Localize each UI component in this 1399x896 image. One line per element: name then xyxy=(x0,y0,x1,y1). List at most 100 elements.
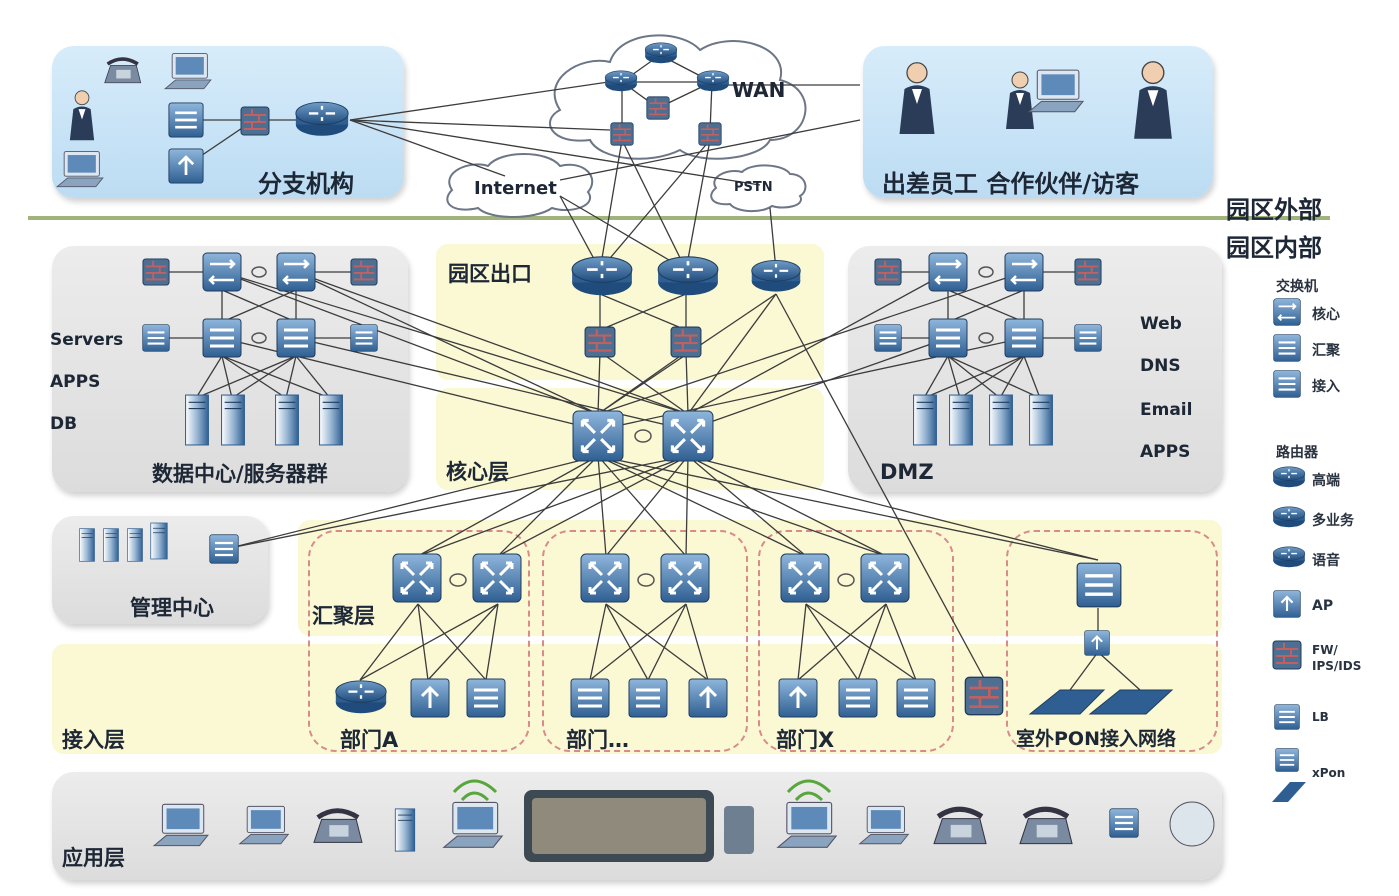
dc-agg-switch-icon xyxy=(202,318,242,358)
legend-voice-router-icon xyxy=(1272,545,1306,569)
egress-firewall-icon xyxy=(670,326,702,358)
dc-lb-icon xyxy=(350,324,378,352)
wan-firewall-icon xyxy=(698,122,722,146)
access-switch-icon xyxy=(628,678,668,718)
dmz-item-email: Email xyxy=(1140,400,1193,420)
legend-switch-title: 交换机 xyxy=(1276,279,1318,295)
legend-ap: AP xyxy=(1312,598,1334,614)
access-ap-icon xyxy=(778,678,818,718)
access-switch-icon xyxy=(896,678,936,718)
partner-pc-icon xyxy=(1028,69,1084,113)
dmz-item-dns: DNS xyxy=(1140,356,1181,376)
access-switch-icon xyxy=(838,678,878,718)
branch-laptop-icon xyxy=(56,151,104,188)
pon-label: 室外PON接入网络 xyxy=(1016,728,1176,750)
legend-router-voice: 语音 xyxy=(1312,553,1340,569)
agg-switch-icon xyxy=(472,552,522,604)
dc-item-apps: APPS xyxy=(50,372,101,392)
mgmt-server-icon xyxy=(79,528,95,562)
branch-firewall-icon xyxy=(240,106,270,136)
dc-server-icon xyxy=(319,394,343,446)
core-switch-icon xyxy=(662,410,714,462)
zone-outside-label: 园区外部 xyxy=(1226,196,1322,224)
app-wifi-laptop-icon xyxy=(443,801,503,848)
internet-cloud xyxy=(446,153,594,218)
access-router-icon xyxy=(334,679,388,715)
wan-router-icon xyxy=(604,69,638,93)
app-fax-icon xyxy=(1020,809,1072,843)
dmz-agg-switch-icon xyxy=(1004,318,1044,358)
legend-switch-core: 核心 xyxy=(1312,307,1340,323)
legend-router-multiservice: 多业务 xyxy=(1312,513,1354,529)
wan-firewall-icon xyxy=(610,122,634,146)
app-laptop-icon xyxy=(153,803,209,847)
management-label: 管理中心 xyxy=(130,596,214,620)
branch-switch-icon xyxy=(168,102,204,138)
dc-firewall-icon xyxy=(350,258,378,286)
branch-ap-icon xyxy=(168,148,204,184)
agg-switch-icon xyxy=(860,552,910,604)
access-switch-icon xyxy=(570,678,610,718)
dmz-core-switch-icon xyxy=(1004,252,1044,292)
access-ap-icon xyxy=(410,678,450,718)
department-x-group xyxy=(758,530,954,752)
branch-label: 分支机构 xyxy=(258,170,354,198)
remote-users-label: 出差员工 合作伙伴/访客 xyxy=(882,170,1140,198)
branch-phone-icon xyxy=(102,57,143,85)
dc-item-servers: Servers xyxy=(50,330,124,350)
legend-agg-switch-icon xyxy=(1272,334,1302,362)
access-firewall-icon xyxy=(964,676,1004,716)
agg-switch-icon xyxy=(780,552,830,604)
legend-access-switch-icon xyxy=(1272,370,1302,398)
dmz-firewall-icon xyxy=(1074,258,1102,286)
branch-user-icon xyxy=(69,90,95,141)
department-mid-group xyxy=(542,530,748,752)
dmz-agg-switch-icon xyxy=(928,318,968,358)
zone-inside-label: 园区内部 xyxy=(1226,234,1322,262)
wan-router-icon xyxy=(696,69,730,93)
internet-label: Internet xyxy=(474,178,557,199)
app-pc-icon xyxy=(239,805,289,845)
access-layer-label: 接入层 xyxy=(62,728,125,752)
egress-router-icon xyxy=(570,255,634,297)
mgmt-server-icon xyxy=(150,522,168,560)
olt-icon xyxy=(1077,563,1121,607)
legend-lb-icon xyxy=(1273,704,1301,730)
core-switch-icon xyxy=(572,410,624,462)
partner-icon xyxy=(1005,71,1035,130)
wan-firewall-icon xyxy=(646,96,670,120)
dmz-label: DMZ xyxy=(880,460,934,484)
dmz-server-icon xyxy=(989,394,1013,446)
aggregation-layer-label: 汇聚层 xyxy=(312,604,375,628)
application-layer-label: 应用层 xyxy=(62,846,125,870)
dmz-lb-icon xyxy=(1074,324,1102,352)
app-camera-icon xyxy=(394,808,416,852)
voice-router-icon xyxy=(750,259,802,293)
dc-server-icon xyxy=(185,394,209,446)
app-pc-icon xyxy=(859,805,909,845)
legend-xpon-icon xyxy=(1274,748,1300,772)
dmz-server-icon xyxy=(913,394,937,446)
dmz-lb-icon xyxy=(874,324,902,352)
access-switch-icon xyxy=(466,678,506,718)
dmz-server-icon xyxy=(1029,394,1053,446)
aggregation-zone xyxy=(298,520,1222,636)
visitor-icon xyxy=(1133,61,1173,140)
legend-core-switch-icon xyxy=(1272,298,1302,326)
egress-label: 园区出口 xyxy=(448,262,532,286)
dc-lb-icon xyxy=(142,324,170,352)
department-a-group xyxy=(308,530,530,752)
dmz-item-apps: APPS xyxy=(1140,442,1191,462)
access-ap-icon xyxy=(688,678,728,718)
mgmt-server-icon xyxy=(103,528,119,562)
app-mobile-icon xyxy=(724,806,754,854)
dc-core-switch-icon xyxy=(202,252,242,292)
app-wifi-laptop-icon xyxy=(777,801,837,848)
dc-agg-switch-icon xyxy=(276,318,316,358)
legend-router-title: 路由器 xyxy=(1276,445,1318,461)
app-ip-phone-icon xyxy=(934,809,986,843)
pon-group xyxy=(1006,530,1218,752)
app-fax-icon xyxy=(314,811,362,843)
legend-firewall-icon xyxy=(1272,640,1302,670)
